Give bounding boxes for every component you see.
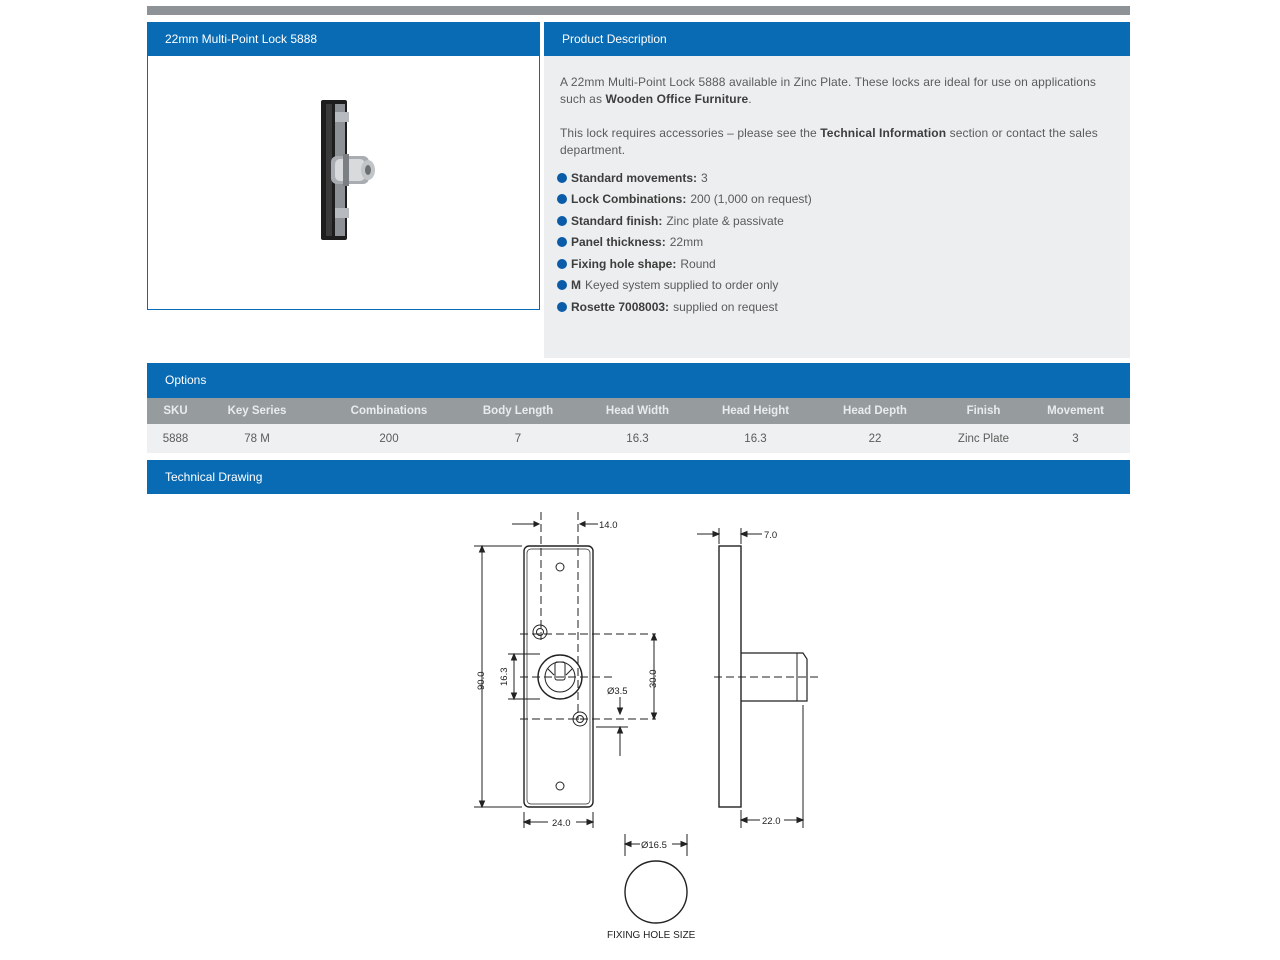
fixing-hole-caption: FIXING HOLE SIZE (607, 930, 696, 941)
table-cell: 7 (468, 424, 568, 453)
column-header: Finish (946, 398, 1021, 424)
list-item: Standard finish:Zinc plate & passivate (557, 210, 812, 232)
technical-drawing-section: Technical Drawing (147, 460, 1130, 494)
column-header: Head Height (707, 398, 804, 424)
table-row: 5888 78 M 200 7 16.3 16.3 22 Zinc Plate … (147, 424, 1130, 453)
spec-bullet-list: Standard movements:3 Lock Combinations:2… (557, 167, 812, 318)
list-item: Standard movements:3 (557, 167, 812, 189)
technical-drawing-title: Technical Drawing (147, 460, 1130, 494)
bullet-value: 22mm (669, 235, 704, 250)
para2-end: section or contact the sales department. (560, 126, 1098, 157)
list-item: Lock Combinations:200 (1,000 on request) (557, 189, 812, 211)
table-cell: 5888 (147, 424, 204, 453)
description-paragraph-1: A 22mm Multi-Point Lock 5888 available i… (560, 74, 1108, 108)
bullet-value: Keyed system supplied to order only (585, 278, 779, 293)
list-item: Fixing hole shape:Round (557, 253, 812, 275)
list-item: Panel thickness:22mm (557, 232, 812, 254)
bullet-value: 3 (701, 170, 708, 185)
product-image-panel: 22mm Multi-Point Lock 5888 (147, 22, 540, 310)
lock-product-photo (321, 100, 375, 240)
table-header-row: SKU Key Series Combinations Body Length … (147, 398, 1130, 424)
bullet-label: Standard movements: (571, 170, 698, 185)
dim-22: 22.0 (762, 816, 781, 827)
table-cell: 3 (1021, 424, 1130, 453)
column-header: Body Length (468, 398, 568, 424)
bullet-value: supplied on request (673, 299, 778, 314)
bullet-label: M (571, 278, 581, 293)
para1-bold: Wooden Office Furniture (605, 92, 749, 106)
product-description-panel: Product Description A 22mm Multi-Point L… (544, 22, 1130, 358)
column-header: Head Depth (804, 398, 946, 424)
description-paragraph-2: This lock requires accessories – please … (560, 125, 1108, 159)
column-header: Combinations (310, 398, 468, 424)
options-table: SKU Key Series Combinations Body Length … (147, 398, 1130, 453)
bullet-dot-icon (557, 280, 567, 291)
dim-30: 30.0 (648, 670, 659, 689)
list-item: Rosette 7008003:supplied on request (557, 296, 812, 318)
options-title: Options (147, 363, 1130, 398)
bullet-dot-icon (557, 172, 567, 183)
bullet-dot-icon (557, 215, 567, 226)
bullet-label: Lock Combinations: (571, 192, 687, 207)
bullet-label: Rosette 7008003: (571, 299, 670, 314)
dim-90: 90.0 (476, 672, 487, 691)
dim-14: 14.0 (599, 520, 618, 531)
description-text: A 22mm Multi-Point Lock 5888 available i… (560, 74, 1108, 159)
column-header: SKU (147, 398, 204, 424)
dim-16-5: Ø16.5 (641, 840, 667, 851)
options-section: Options SKU Key Series Combinations Body… (147, 363, 1130, 453)
product-panel-title: 22mm Multi-Point Lock 5888 (147, 22, 540, 56)
table-cell: Zinc Plate (946, 424, 1021, 453)
para2-bold: Technical Information (820, 126, 947, 140)
technical-drawing: 14.0 90.0 16.3 30.0 Ø3.5 24.0 7.0 22.0 (474, 512, 818, 941)
bullet-label: Fixing hole shape: (571, 256, 677, 271)
table-cell: 78 M (204, 424, 310, 453)
dim-3-5: Ø3.5 (607, 686, 628, 697)
bullet-label: Panel thickness: (571, 235, 666, 250)
bullet-dot-icon (557, 301, 567, 312)
bullet-dot-icon (557, 194, 567, 205)
dim-24: 24.0 (552, 818, 571, 829)
para1-text: A 22mm Multi-Point Lock 5888 available i… (560, 75, 1096, 106)
para2-text: This lock requires accessories – please … (560, 126, 821, 140)
table-cell: 22 (804, 424, 946, 453)
table-cell: 200 (310, 424, 468, 453)
dim-7: 7.0 (764, 530, 777, 541)
bullet-value: Zinc plate & passivate (666, 213, 784, 228)
bullet-value: 200 (1,000 on request) (690, 192, 812, 207)
bullet-dot-icon (557, 258, 567, 269)
dim-16-3: 16.3 (499, 668, 510, 687)
top-divider-bar (147, 6, 1130, 15)
bullet-value: Round (680, 256, 716, 271)
table-cell: 16.3 (707, 424, 804, 453)
column-header: Key Series (204, 398, 310, 424)
description-title: Product Description (544, 22, 1130, 56)
column-header: Movement (1021, 398, 1130, 424)
bullet-label: Standard finish: (571, 213, 663, 228)
list-item: M Keyed system supplied to order only (557, 275, 812, 297)
column-header: Head Width (568, 398, 707, 424)
bullet-dot-icon (557, 237, 567, 248)
para1-end: . (748, 92, 752, 106)
table-cell: 16.3 (568, 424, 707, 453)
